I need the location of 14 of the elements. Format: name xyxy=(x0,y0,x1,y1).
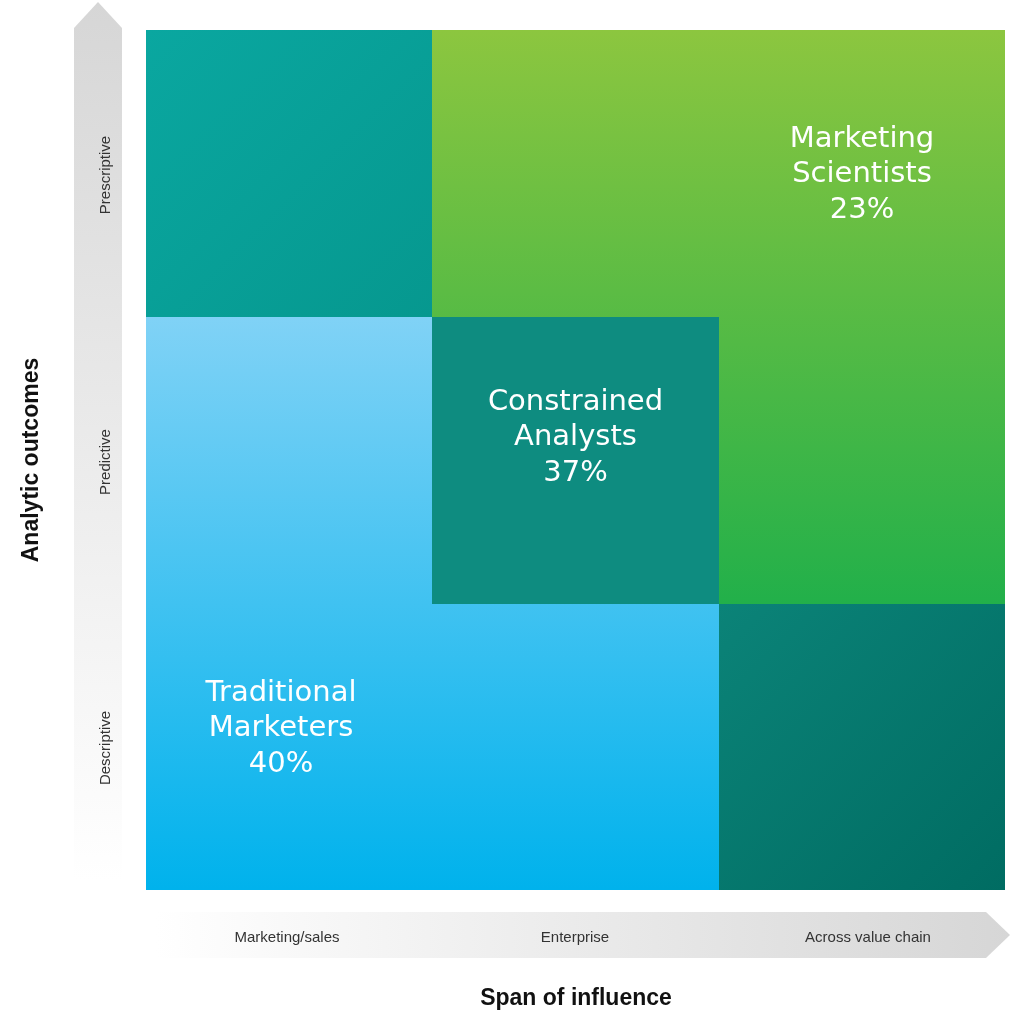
segment-name: Constrained Analysts xyxy=(486,383,665,454)
percentage-value: 23% xyxy=(829,190,895,227)
axis-tick-label: Predictive xyxy=(95,429,113,495)
axis-tick-label: Descriptive xyxy=(95,710,113,786)
axis-title: Analytic outcomes xyxy=(16,357,44,563)
percentage-value: 37% xyxy=(543,453,608,490)
axis-tick-label: Across value chain xyxy=(805,927,931,945)
segment-name: Traditional Marketers xyxy=(204,674,358,745)
axis-title: Span of influence xyxy=(480,983,672,1011)
percentage-value: 40% xyxy=(248,744,314,781)
axis-tick-label: Enterprise xyxy=(540,927,610,945)
segment-name: Marketing Scientists xyxy=(788,120,936,191)
axis-tick-label: Marketing/sales xyxy=(234,927,340,945)
axis-tick-label: Prescriptive xyxy=(95,135,113,215)
